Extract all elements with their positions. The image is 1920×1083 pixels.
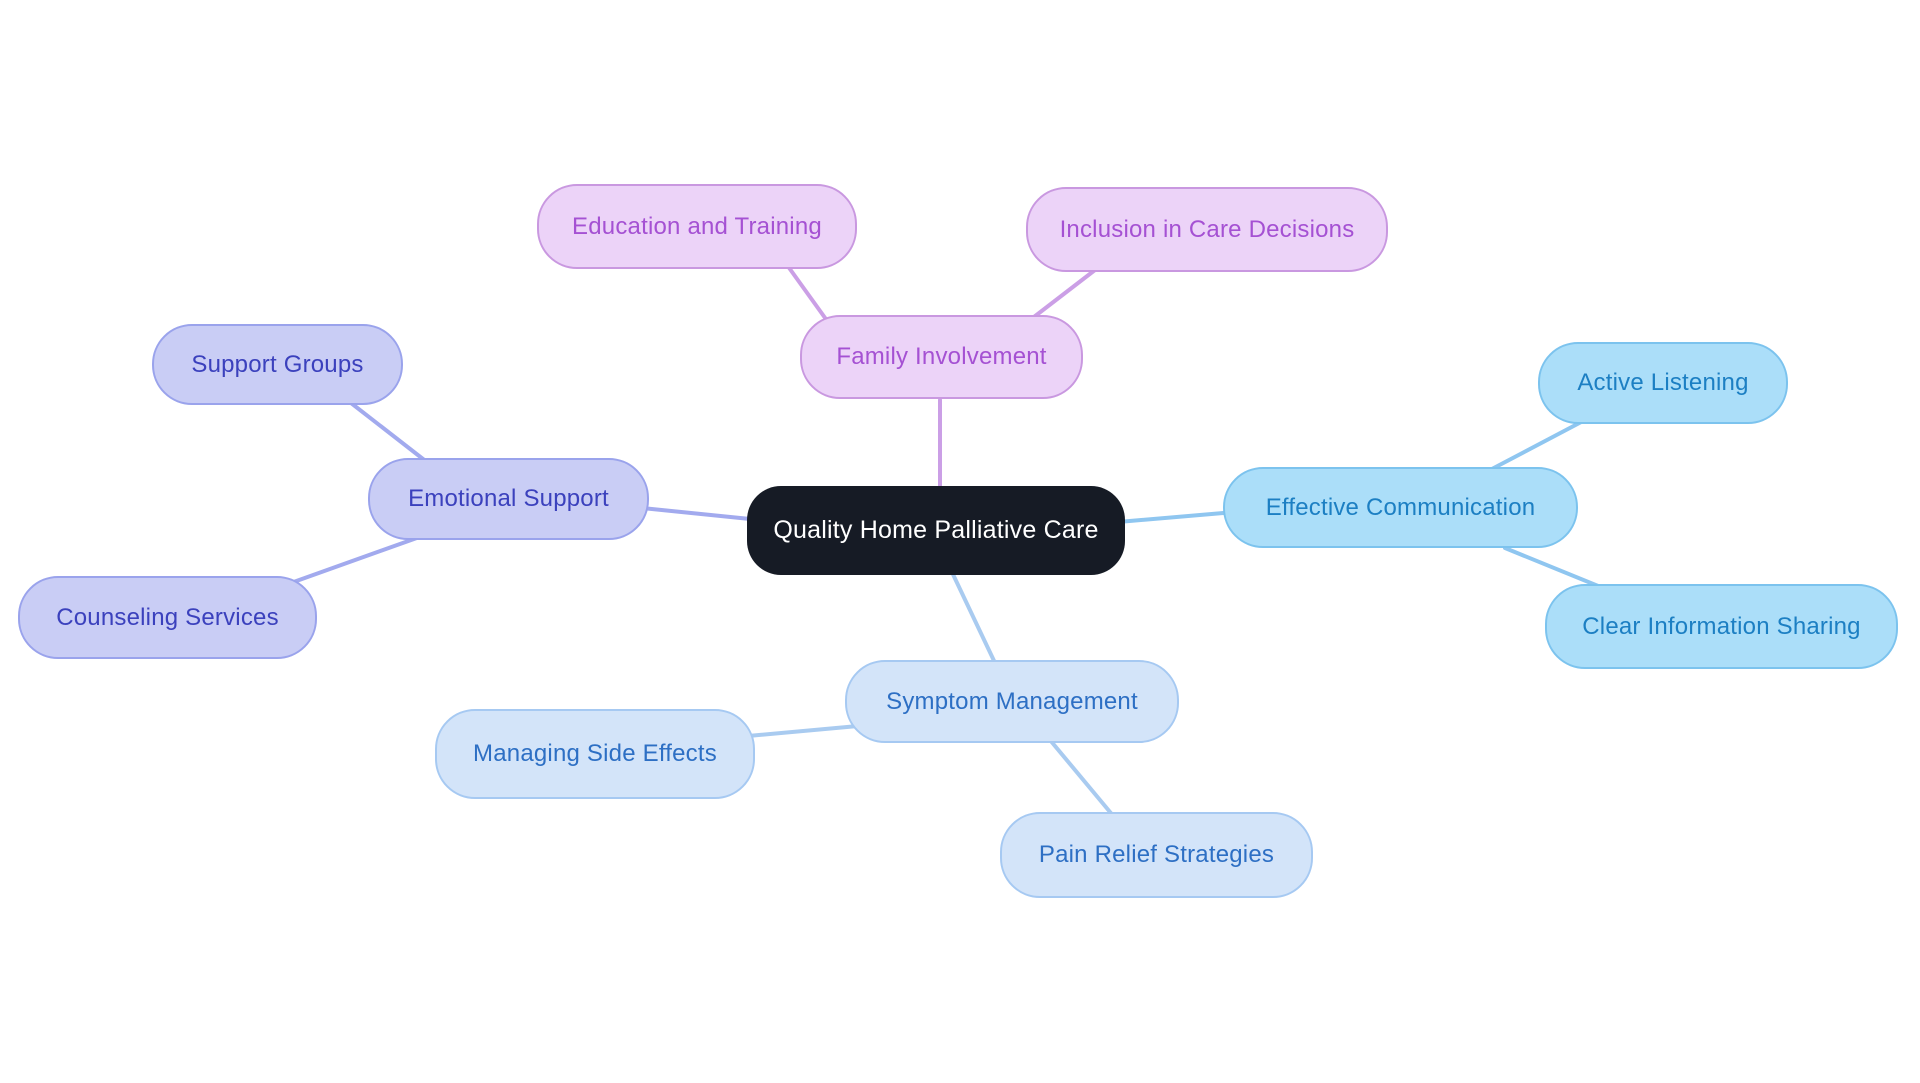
child-node-managing-side-effects[interactable]: Managing Side Effects xyxy=(435,709,755,799)
edge-emotional-counseling xyxy=(286,532,430,586)
branch-node-emotional-support[interactable]: Emotional Support xyxy=(368,458,649,540)
child-node-support-groups[interactable]: Support Groups xyxy=(152,324,403,405)
edge-center-emotional xyxy=(640,506,762,522)
center-node-quality-home-palliative-care[interactable]: Quality Home Palliative Care xyxy=(747,486,1125,575)
edge-symptom-managing xyxy=(746,724,860,738)
child-node-clear-information-sharing[interactable]: Clear Information Sharing xyxy=(1545,584,1898,669)
edge-symptom-pain xyxy=(1048,738,1117,820)
branch-node-effective-communication[interactable]: Effective Communication xyxy=(1223,467,1578,548)
edge-communication-active xyxy=(1488,418,1587,472)
child-node-inclusion-in-care-decisions[interactable]: Inclusion in Care Decisions xyxy=(1026,187,1388,272)
edge-communication-clear xyxy=(1503,546,1610,592)
child-node-counseling-services[interactable]: Counseling Services xyxy=(18,576,317,659)
edge-center-symptom xyxy=(948,566,998,667)
branch-node-family-involvement[interactable]: Family Involvement xyxy=(800,315,1083,399)
child-node-pain-relief-strategies[interactable]: Pain Relief Strategies xyxy=(1000,812,1313,898)
child-node-active-listening[interactable]: Active Listening xyxy=(1538,342,1788,424)
edge-emotional-support xyxy=(340,394,434,468)
child-node-education-and-training[interactable]: Education and Training xyxy=(537,184,857,269)
branch-node-symptom-management[interactable]: Symptom Management xyxy=(845,660,1179,743)
edge-center-communication xyxy=(1116,510,1237,524)
